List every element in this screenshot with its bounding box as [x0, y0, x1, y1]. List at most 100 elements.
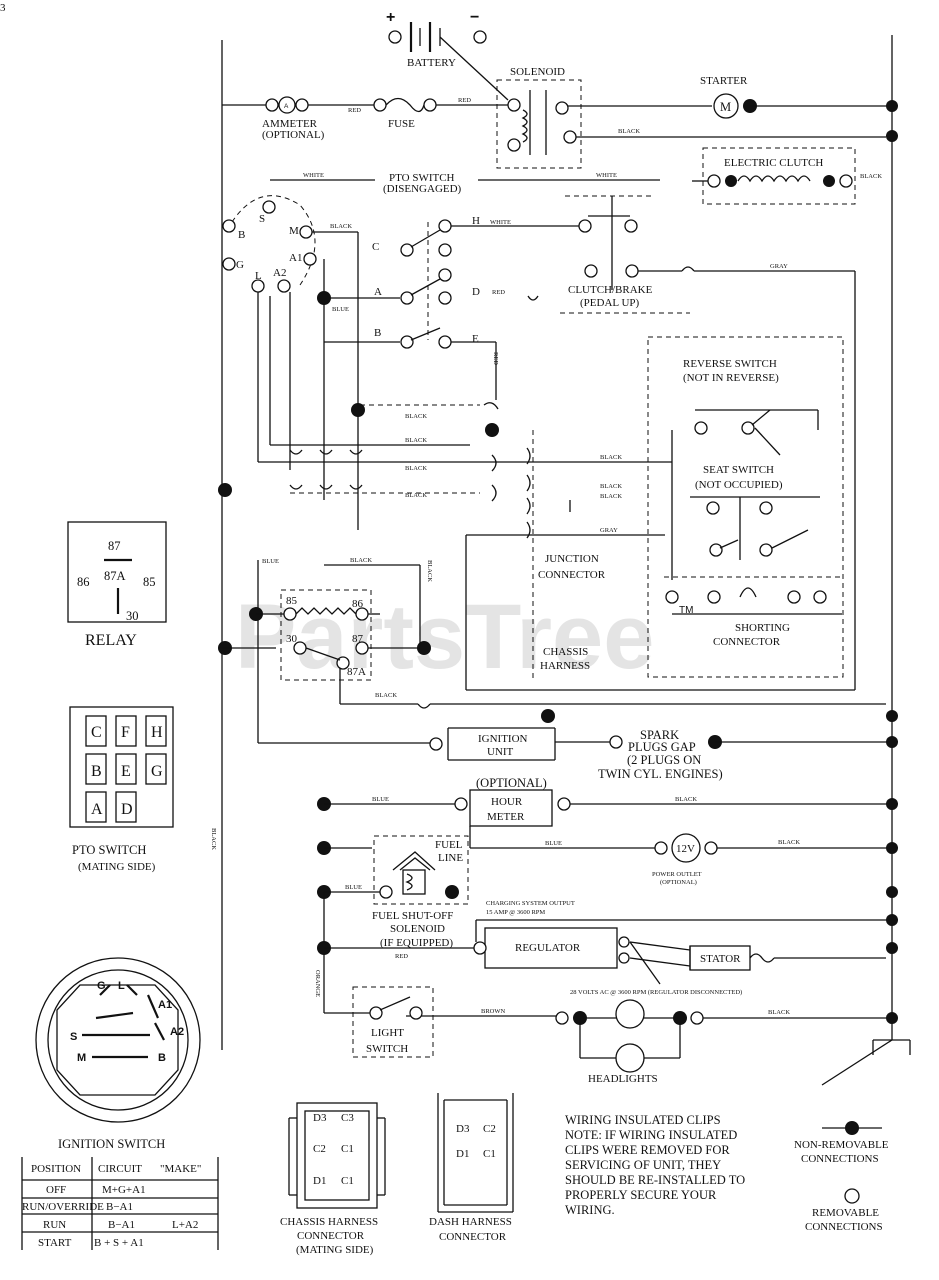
pto-mating-legend: C F H B E G A D PTO SWITCH (MATING SIDE)	[69, 706, 174, 873]
watermark-tm: TM	[679, 605, 693, 616]
ignition-table-row3-make: L+A2	[172, 1219, 198, 1231]
wire-black-label-7: BLACK	[405, 492, 427, 499]
pto-terminal-g: G	[236, 259, 244, 271]
connections-legend: NON-REMOVABLE CONNECTIONS REMOVABLE CONN…	[794, 1121, 889, 1233]
ignition-table-row1-circuit: M+G+A1	[102, 1184, 146, 1196]
chassis-pin-c1b: C1	[341, 1175, 354, 1187]
wire-black-label-2: BLACK	[330, 223, 352, 230]
chassis-pin-c1a: C1	[341, 1143, 354, 1155]
pto-pin-c: C	[91, 724, 102, 741]
ammeter-optional: (OPTIONAL)	[262, 129, 325, 141]
ignition-pin-a1: A1	[158, 999, 172, 1011]
wire-black-label-13: BLACK	[210, 828, 217, 850]
chassis-harness-connector: D3 C3 C2 C1 D1 C1 CHASSIS HARNESS CONNEC…	[280, 1102, 386, 1256]
wire-white-label-1: WHITE	[303, 172, 324, 179]
ammeter: A AMMETER (OPTIONAL)	[262, 96, 325, 141]
wiring-note: WIRING INSULATED CLIPS NOTE: IF WIRING I…	[565, 1113, 745, 1217]
relay-circuit-pin-87a: 87A	[347, 666, 366, 678]
relay-pin-86: 86	[77, 575, 90, 589]
relay-circuit-pin-85: 85	[286, 595, 298, 607]
chassis-connector-label: CHASSIS HARNESS	[280, 1216, 378, 1228]
dash-harness-connector: D3 C2 D1 C1 DASH HARNESS CONNECTOR	[429, 1093, 514, 1243]
ignition-table-row3-position: RUN	[43, 1219, 66, 1231]
wire-white-label-3: WHITE	[490, 219, 511, 226]
ignition-terminal-cluster: S M B A1 G L A2	[222, 195, 317, 293]
pto-contact-e: E	[472, 333, 479, 345]
pto-contact-b: B	[374, 327, 381, 339]
wire-blue-label-3: BLUE	[372, 796, 389, 803]
wire-blue-label-2: BLUE	[262, 558, 279, 565]
relay-circuit-pin-86: 86	[352, 598, 364, 610]
pto-terminal-l: L	[255, 270, 262, 282]
watermark: PartsTree	[235, 586, 654, 688]
spark-plugs-label-3: (2 PLUGS ON	[627, 753, 701, 767]
pto-pin-a: A	[91, 801, 103, 818]
junction-connector-label-2: CONNECTOR	[538, 569, 606, 581]
stator-note: 28 VOLTS AC @ 3600 RPM (REGULATOR DISCON…	[570, 989, 742, 996]
dash-connector-label-2: CONNECTOR	[439, 1231, 507, 1243]
ammeter-label: AMMETER	[262, 118, 318, 130]
ignition-unit: IGNITION UNIT	[429, 727, 556, 761]
electric-clutch-label: ELECTRIC CLUTCH	[724, 157, 823, 169]
wire-black-label-15: BLACK	[778, 839, 800, 846]
wire-black-label-5: BLACK	[405, 465, 427, 472]
legend-non-removable: NON-REMOVABLE	[794, 1139, 889, 1151]
safety-switch-block: REVERSE SWITCH (NOT IN REVERSE) SEAT SWI…	[647, 336, 844, 678]
pto-contact-c: C	[372, 241, 379, 253]
hour-meter-label: HOUR	[491, 796, 523, 808]
ignition-unit-label: IGNITION	[478, 733, 528, 745]
regulator-label: REGULATOR	[515, 942, 581, 954]
pto-pin-h: H	[151, 724, 163, 741]
ignition-pin-s: S	[70, 1031, 77, 1043]
seat-switch-state: (NOT OCCUPIED)	[695, 479, 783, 491]
wire-gray-label-2: GRAY	[600, 527, 618, 534]
starter-label: STARTER	[700, 75, 748, 87]
wire-black-label-12: BLACK	[375, 692, 397, 699]
ignition-table-header-position: POSITION	[31, 1163, 81, 1175]
ignition-pin-g: G	[97, 980, 106, 992]
clutch-brake-label: CLUTCH/BRAKE	[568, 284, 653, 296]
ignition-table-row4-circuit: B + S + A1	[94, 1237, 144, 1249]
legend-removable: REMOVABLE	[812, 1207, 879, 1219]
ignition-table-header-make: "MAKE"	[160, 1163, 201, 1175]
starter-symbol: M	[720, 100, 731, 114]
ignition-pin-b: B	[158, 1052, 166, 1064]
dash-pin-d1: D1	[456, 1148, 469, 1160]
fuel-solenoid-label-3: (IF EQUIPPED)	[380, 937, 453, 949]
pto-contact-a: A	[374, 286, 382, 298]
wire-black-label-3: BLACK	[405, 413, 427, 420]
note-line-3: CLIPS WERE REMOVED FOR	[565, 1143, 730, 1157]
charging-output-label: CHARGING SYSTEM OUTPUT	[486, 900, 575, 907]
seat-switch-label: SEAT SWITCH	[703, 464, 774, 476]
relay-pin-30: 30	[126, 609, 139, 623]
battery-negative-sign: −	[470, 9, 479, 26]
note-line-1: WIRING INSULATED CLIPS	[565, 1113, 721, 1127]
relay-title: RELAY	[85, 632, 137, 649]
chassis-harness-label: CHASSIS	[543, 646, 588, 658]
electric-clutch: ELECTRIC CLUTCH BLACK	[702, 147, 882, 205]
spark-plugs-label-2: PLUGS GAP	[628, 740, 696, 754]
left-bus	[221, 40, 272, 1050]
ignition-switch-title: IGNITION SWITCH	[58, 1137, 165, 1151]
note-line-6: PROPERLY SECURE YOUR	[565, 1188, 717, 1202]
pto-contact-h: H	[472, 215, 480, 227]
light-switch: LIGHT SWITCH	[352, 986, 434, 1058]
pto-switch-state: (DISENGAGED)	[383, 183, 462, 195]
charging-output-label-2: 15 AMP @ 3600 RPM	[486, 909, 545, 916]
relay-legend: 87 87A 86 85 30 RELAY	[67, 521, 167, 649]
ignition-pin-a2: A2	[170, 1026, 184, 1038]
ground-bus	[821, 35, 911, 1086]
wire-black-label-10: BLACK	[350, 557, 372, 564]
ignition-pin-l: L	[118, 980, 125, 992]
stator-label: STATOR	[700, 953, 741, 965]
pto-pin-d: D	[121, 801, 133, 818]
pto-pin-b: B	[91, 763, 102, 780]
dash-pin-c1: C1	[483, 1148, 496, 1160]
battery-positive-sign: +	[386, 9, 395, 26]
chassis-harness-label-2: HARNESS	[540, 660, 590, 672]
dash-pin-c2: C2	[483, 1123, 496, 1135]
light-switch-label-2: SWITCH	[366, 1043, 408, 1055]
ammeter-symbol: A	[284, 103, 289, 110]
hour-meter-optional: (OPTIONAL)	[476, 776, 547, 790]
